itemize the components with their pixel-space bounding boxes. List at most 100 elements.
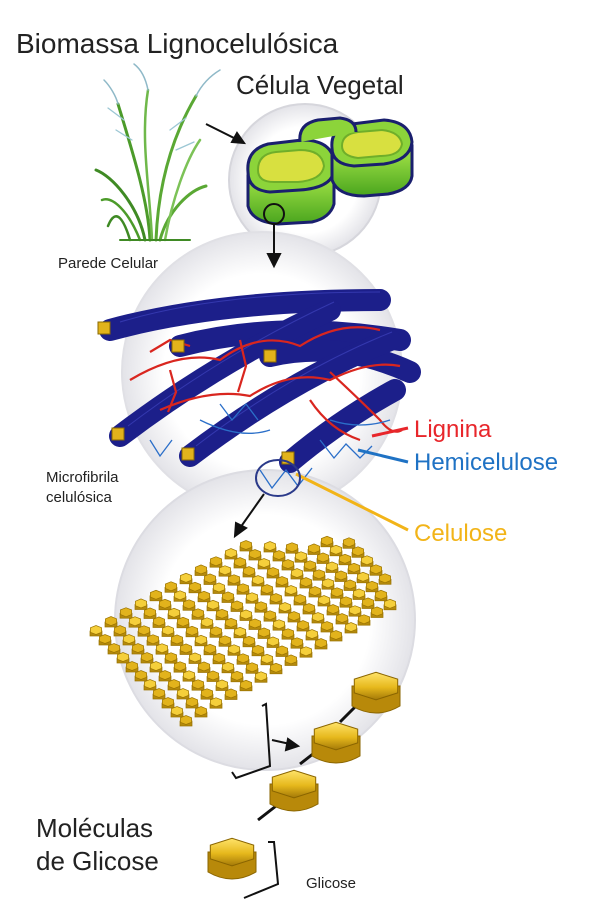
cellulose-unit [225,618,236,627]
microfibril-label-line2: celulósica [46,489,112,506]
microfibril-label: Microfibrila celulósica [46,468,166,509]
cellulose-unit [282,560,293,569]
cellulose-unit [177,617,188,626]
cellulose-unit [282,629,293,638]
cellulose-unit [285,586,296,595]
cellulose-unit [303,604,314,613]
cellulose-unit [162,626,173,635]
cellulose-unit [366,581,377,590]
cellulose-label: Celulose [414,522,507,546]
cellulose-unit [276,577,287,586]
cellulose-unit [353,589,364,598]
cellulose-unit [249,550,260,559]
cellulose-unit [120,608,131,617]
hemicellulose-label: Hemicelulose [414,451,558,475]
cellulose-unit [192,680,203,689]
cellulose-unit [153,689,164,698]
cellulose-unit [234,558,245,567]
cellulose-unit [219,566,230,575]
cellulose-unit [317,553,328,562]
cellulose-unit [189,582,200,591]
cellulose-unit [213,653,224,662]
cellulose-unit [204,574,215,583]
glucose-molecules-line2: de Glicose [36,846,159,876]
cellulose-unit [330,631,341,640]
cellulose-unit [286,543,297,552]
cellulose-unit [270,663,281,672]
cellulose-unit [186,698,197,707]
cellulose-unit [294,595,305,604]
cellulose-unit [255,602,266,611]
cellulose-unit [192,609,203,618]
cellulose-unit [108,644,119,653]
cellulose-unit [246,593,257,602]
microfibril-label-line1: Microfibrila [46,469,119,486]
cellulose-unit [352,547,363,556]
cellulose-unit [231,601,242,610]
cellulose-unit [177,689,188,698]
cellulose-unit [371,607,382,616]
cellulose-unit [297,621,308,630]
cellulose-unit [219,636,230,645]
cellulose-unit [135,671,146,680]
cellulose-unit [300,647,311,656]
cellulose-unit [165,653,176,662]
cellulose-unit [138,626,149,635]
cellulose-unit [201,689,212,698]
cellulose-unit [180,644,191,653]
cellulose-unit [240,680,251,689]
cellulose-unit [234,627,245,636]
cellulose-unit [183,671,194,680]
cellulose-unit [252,576,263,585]
cellulose-unit [330,545,341,554]
cellulose-unit [264,542,275,551]
cellulose-unit [348,563,359,572]
cellulose-unit [135,599,146,608]
cellulose-unit [379,574,390,583]
cellulose-unit [321,622,332,631]
cellulose-unit [285,655,296,664]
cellulose-unit [183,600,194,609]
cellulose-unit [147,635,158,644]
cellulose-unit [90,626,101,635]
cellulose-unit [150,590,161,599]
cellulose-unit [344,580,355,589]
cellulose-unit [361,556,372,565]
cellulose-unit [295,552,306,561]
cellulose-unit [171,707,182,716]
cellulose-unit [153,617,164,626]
cellulose-unit [335,571,346,580]
cellulose-unit [150,662,161,671]
cellulose-unit [267,637,278,646]
cellulose-unit [331,588,342,597]
cellulose-unit [237,584,248,593]
cellulose-unit [276,646,287,655]
cellulose-unit [180,573,191,582]
cellulose-unit [240,541,251,550]
cellulose-unit [258,628,269,637]
cellulose-unit [198,591,209,600]
cellulose-unit [210,698,221,707]
cellulose-unit [168,608,179,617]
cellulose-unit [255,672,266,681]
cellulose-unit [237,654,248,663]
cellulose-unit [306,630,317,639]
cellulose-unit [384,599,395,608]
cellulose-unit [313,570,324,579]
cellulose-unit [370,565,381,574]
cellulose-unit [252,645,263,654]
cellulose-unit [357,572,368,581]
cellulose-unit [126,662,137,671]
arrow-plant-to-cell [206,124,244,143]
cellulose-unit [216,609,227,618]
cellulose-unit [174,591,185,600]
cellulose-unit [132,644,143,653]
cellulose-unit [349,606,360,615]
cellulose-unit [312,613,323,622]
cellulose-unit [264,611,275,620]
cellulose-unit [207,600,218,609]
cellulose-unit [213,583,224,592]
wall-label: Parede Celular [58,256,158,271]
cellulose-unit [195,707,206,716]
cellulose-unit [228,575,239,584]
